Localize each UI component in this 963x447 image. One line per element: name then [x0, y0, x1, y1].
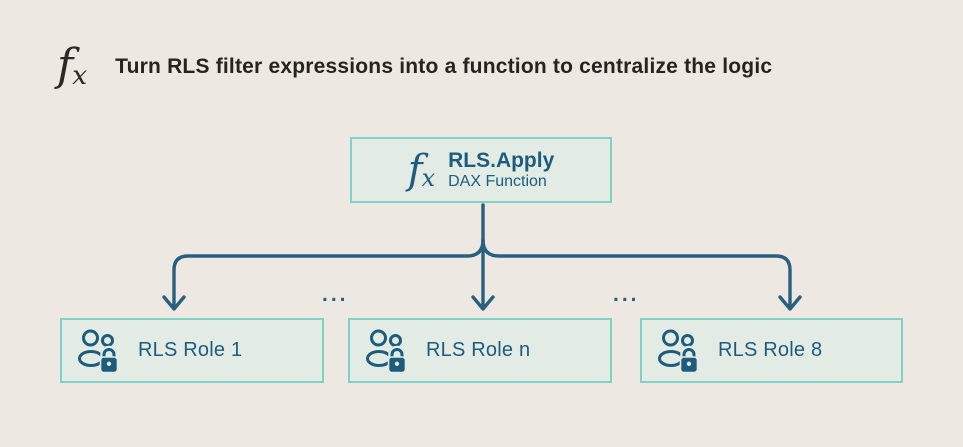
- function-node: fx RLS.Apply DAX Function: [350, 137, 612, 203]
- role-node-n: RLS Role n: [348, 318, 612, 383]
- function-name: RLS.Apply: [448, 148, 555, 172]
- role-node-1: RLS Role 1: [60, 318, 324, 383]
- function-subtitle: DAX Function: [448, 172, 547, 190]
- function-node-text: RLS.Apply DAX Function: [448, 149, 554, 192]
- fx-function-icon: fx: [57, 44, 87, 89]
- fx-function-icon: fx: [408, 150, 435, 190]
- users-lock-icon: [366, 329, 407, 373]
- role-label: RLS Role 1: [138, 339, 243, 361]
- fx-glyph-f: f: [407, 146, 423, 193]
- fx-glyph-f: f: [57, 40, 74, 92]
- role-node-8: RLS Role 8: [640, 318, 903, 383]
- arrow-center: [471, 203, 495, 311]
- diagram-title: Turn RLS filter expressions into a funct…: [115, 55, 773, 78]
- ellipsis-left: ...: [322, 283, 349, 306]
- fx-glyph-x: x: [72, 60, 88, 92]
- role-label: RLS Role 8: [718, 339, 823, 361]
- fx-glyph-x: x: [421, 164, 436, 193]
- arrow-right: [481, 238, 802, 311]
- ellipsis-right: ...: [613, 283, 640, 306]
- users-lock-icon: [78, 329, 119, 373]
- header: fx Turn RLS filter expressions into a fu…: [57, 38, 772, 96]
- users-lock-icon: [658, 329, 699, 373]
- role-label: RLS Role n: [426, 339, 531, 361]
